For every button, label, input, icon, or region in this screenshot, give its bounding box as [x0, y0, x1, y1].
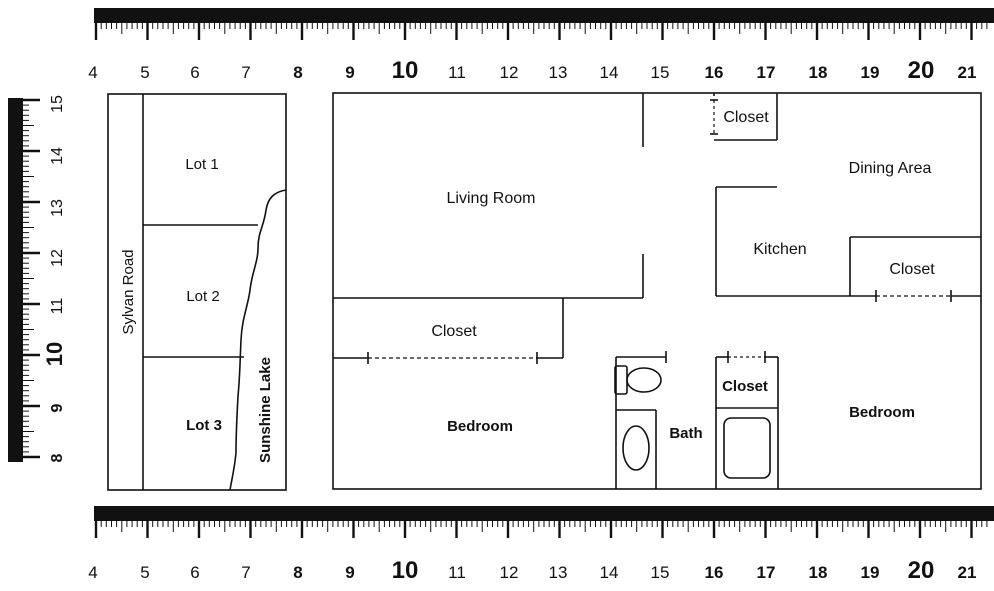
- lot-3-label: Lot 3: [186, 417, 222, 434]
- top-ruler-tick-label: 10: [392, 57, 419, 84]
- top-ruler-tick-label: 14: [600, 63, 619, 82]
- side-ruler-tick-label: 10: [42, 342, 67, 366]
- bottom-ruler-tick-label: 16: [705, 563, 724, 582]
- side-ruler-ticks: [22, 98, 40, 459]
- top-ruler-band: [94, 8, 994, 22]
- lake-shoreline: [229, 189, 287, 491]
- top-ruler-tick-label: 6: [190, 63, 199, 82]
- bottom-ruler-tick-label: 6: [190, 563, 199, 582]
- dining-area-label: Dining Area: [849, 160, 932, 177]
- bottom-ruler-tick-label: 12: [500, 563, 519, 582]
- bottom-ruler-tick-label: 21: [958, 563, 977, 582]
- bottom-ruler-tick-label: 14: [600, 563, 619, 582]
- bottom-ruler-tick-label: 5: [140, 563, 149, 582]
- side-ruler-labels: 15 14 13 12 11 10 9 8: [42, 95, 67, 462]
- top-ruler-tick-label: 4: [88, 63, 97, 82]
- bottom-ruler-ticks: [94, 520, 988, 538]
- side-ruler-tick-label: 15: [49, 95, 66, 113]
- bottom-ruler-band: [94, 506, 994, 520]
- bottom-ruler: 4 5 6 7 8 9 10 11 12 13 14 15 16 17 18 19 20 21: [88, 506, 994, 584]
- bottom-ruler-tick-label: 4: [88, 563, 97, 582]
- bottom-ruler-labels: 4 5 6 7 8 9 10 11 12 13 14 15 16 17 18 19 20 21: [88, 557, 976, 584]
- top-ruler-tick-label: 8: [293, 63, 302, 82]
- floor-plan-outline: [332, 92, 982, 490]
- living-room-label: Living Room: [447, 190, 536, 207]
- lake-label: Sunshine Lake: [257, 357, 274, 463]
- top-ruler-tick-label: 9: [345, 63, 354, 82]
- lot-2-label: Lot 2: [186, 288, 219, 305]
- lot-map-frame: [107, 93, 287, 491]
- road-label: Sylvan Road: [120, 249, 137, 334]
- side-ruler-tick-label: 8: [49, 453, 66, 462]
- top-ruler-tick-label: 15: [651, 63, 670, 82]
- bath-label: Bath: [669, 425, 702, 442]
- side-ruler-tick-label: 12: [49, 249, 66, 267]
- bath-fixtures: [614, 365, 771, 479]
- bedroom-left-label: Bedroom: [447, 418, 513, 435]
- kitchen-label: Kitchen: [753, 241, 806, 258]
- bottom-ruler-tick-label: 11: [448, 563, 466, 582]
- bottom-ruler-tick-label: 7: [241, 563, 250, 582]
- closet-top-label: Closet: [723, 109, 769, 126]
- top-ruler-labels: 4 5 6 7 8 9 10 11 12 13 14 15 16 17 18 19 20 21: [88, 57, 976, 84]
- bottom-ruler-tick-label: 13: [549, 563, 568, 582]
- top-ruler-tick-label: 21: [958, 63, 977, 82]
- top-ruler-tick-label: 16: [705, 63, 724, 82]
- bottom-ruler-tick-label: 20: [908, 557, 935, 584]
- top-ruler-tick-label: 20: [908, 57, 935, 84]
- closet-small-label: Closet: [722, 378, 768, 395]
- top-ruler-tick-label: 13: [549, 63, 568, 82]
- toilet-bowl-icon: [626, 367, 662, 393]
- lot-map: [107, 93, 287, 491]
- sink-icon: [622, 425, 650, 471]
- closet-right-label: Closet: [889, 261, 935, 278]
- lot-1-label: Lot 1: [185, 156, 218, 173]
- side-ruler-tick-label: 11: [49, 298, 66, 315]
- bottom-ruler-tick-label: 17: [757, 563, 776, 582]
- top-ruler-tick-label: 12: [500, 63, 519, 82]
- side-ruler-tick-label: 13: [49, 199, 66, 217]
- top-ruler-tick-label: 7: [241, 63, 250, 82]
- side-ruler-tick-label: 14: [49, 147, 66, 165]
- bottom-ruler-tick-label: 9: [345, 563, 354, 582]
- closet-left-label: Closet: [431, 323, 477, 340]
- top-ruler-tick-label: 18: [809, 63, 828, 82]
- bottom-ruler-tick-label: 19: [861, 563, 880, 582]
- top-ruler: 4 5 6 7 8 9 10 11 12 13 14 15 16 17 18 19 20 21: [88, 8, 994, 84]
- side-ruler: 15 14 13 12 11 10 9 8: [8, 95, 67, 462]
- bottom-ruler-tick-label: 10: [392, 557, 419, 584]
- top-ruler-tick-label: 5: [140, 63, 149, 82]
- side-ruler-band: [8, 98, 22, 462]
- bedroom-right-label: Bedroom: [849, 404, 915, 421]
- floor-plan: [332, 92, 982, 490]
- top-ruler-tick-label: 11: [448, 63, 466, 82]
- top-ruler-ticks: [94, 22, 988, 40]
- side-ruler-tick-label: 9: [49, 403, 66, 412]
- bathtub-icon: [723, 417, 771, 479]
- bottom-ruler-tick-label: 8: [293, 563, 302, 582]
- bottom-ruler-tick-label: 18: [809, 563, 828, 582]
- top-ruler-tick-label: 19: [861, 63, 880, 82]
- top-ruler-tick-label: 17: [757, 63, 776, 82]
- bottom-ruler-tick-label: 15: [651, 563, 670, 582]
